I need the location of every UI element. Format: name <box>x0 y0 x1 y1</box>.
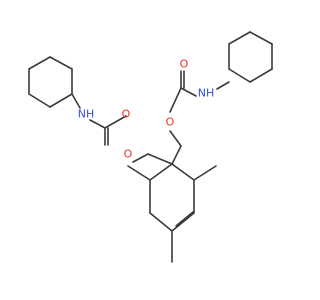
bond <box>249 31 273 45</box>
left-cyclohexyl-ring <box>28 56 73 108</box>
oxygen-label: O <box>166 116 175 129</box>
bond <box>28 56 51 70</box>
bond <box>132 153 149 163</box>
right-cyclohexyl-ring <box>228 31 273 83</box>
central-cyclohexene-ring <box>127 145 217 263</box>
bond <box>249 68 273 83</box>
bond <box>169 130 182 147</box>
bond <box>171 163 195 181</box>
bond <box>89 119 106 129</box>
bond <box>180 87 197 97</box>
bond <box>171 212 195 232</box>
left-carbamate <box>71 93 149 163</box>
bond <box>49 93 73 108</box>
bond <box>127 165 151 181</box>
bond <box>193 165 217 181</box>
bond <box>169 87 182 113</box>
oxygen-label: O <box>180 58 189 71</box>
bond <box>228 68 251 83</box>
bond <box>149 163 173 181</box>
atom-labels: O O NH O O NH <box>78 58 215 161</box>
bond <box>175 211 194 227</box>
structure-diagram: O O NH O O NH <box>28 31 273 263</box>
nitrogen-label: NH <box>198 87 215 100</box>
bond <box>149 212 173 232</box>
bond <box>28 93 51 108</box>
bond <box>49 56 73 70</box>
right-carbamate <box>169 70 230 147</box>
bond <box>104 115 127 129</box>
oxygen-label: O <box>122 108 131 121</box>
bond <box>228 31 251 45</box>
bond <box>147 153 173 165</box>
bond <box>171 145 182 165</box>
molecule-canvas: O O NH O O NH <box>28 31 273 263</box>
bond <box>71 93 81 109</box>
bond <box>216 81 230 90</box>
nitrogen-label: NH <box>78 108 95 121</box>
oxygen-label: O <box>124 148 133 161</box>
